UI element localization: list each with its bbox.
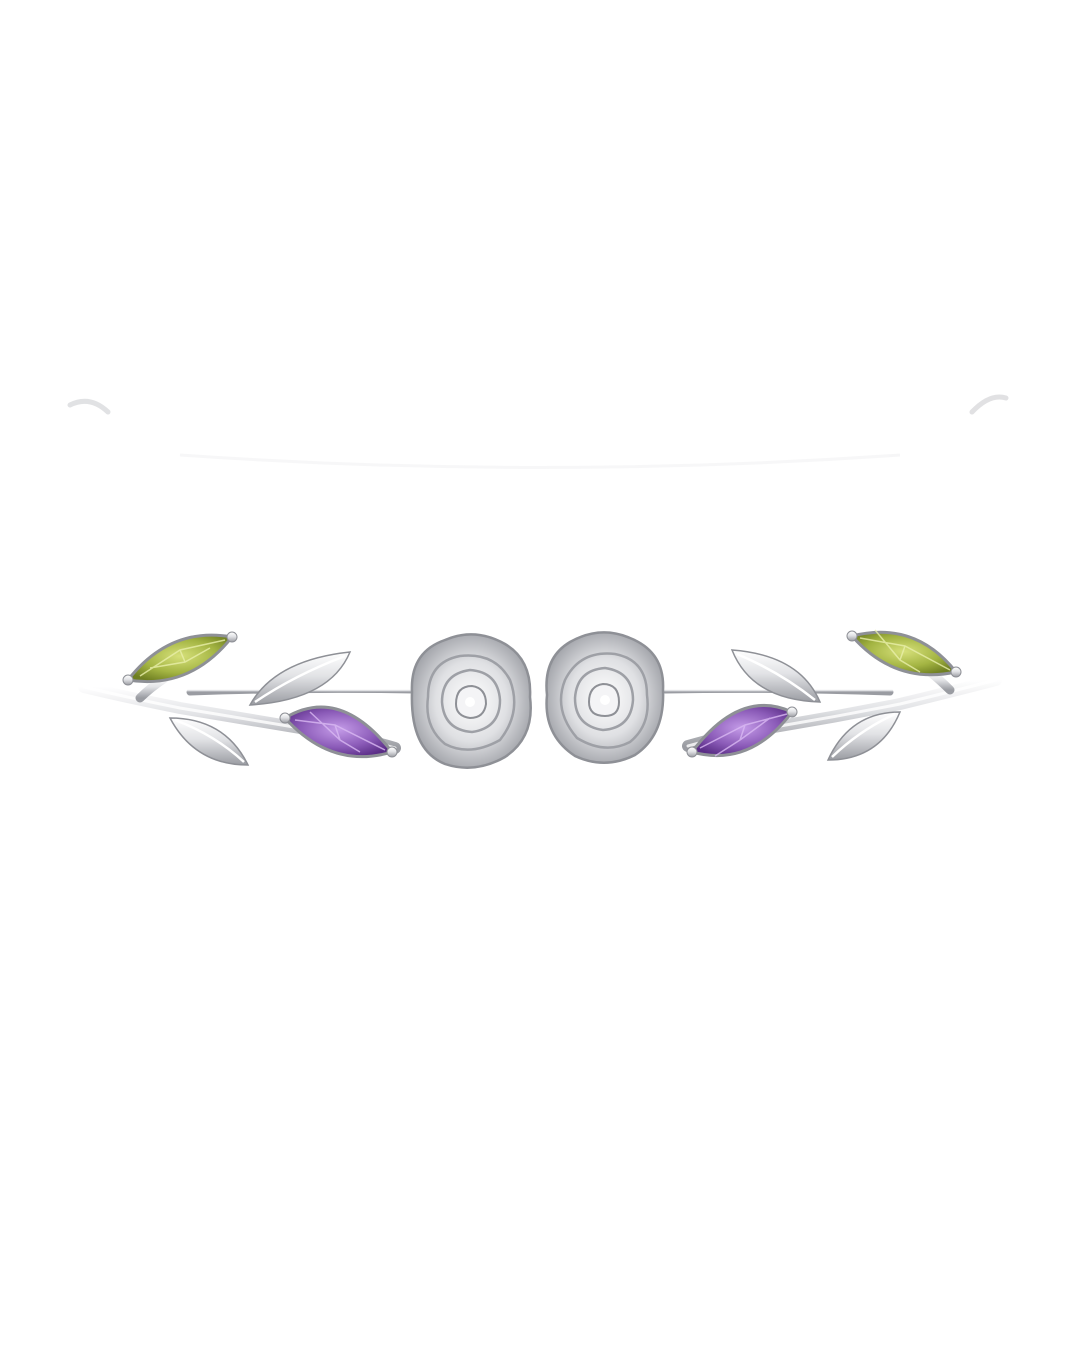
silver-leaf bbox=[248, 651, 352, 706]
peridot-gem bbox=[122, 631, 238, 686]
peridot-gem bbox=[846, 629, 962, 678]
silver-rose bbox=[545, 631, 665, 764]
silver-leaf bbox=[730, 649, 822, 703]
left-earring bbox=[78, 631, 532, 769]
amethyst-gem bbox=[279, 705, 398, 759]
ear-wire-reflection bbox=[67, 394, 1009, 469]
silver-rose bbox=[410, 633, 532, 769]
silver-leaf bbox=[826, 711, 902, 761]
amethyst-gem bbox=[686, 704, 798, 758]
silver-leaf bbox=[168, 717, 250, 766]
right-earring bbox=[545, 629, 1002, 764]
